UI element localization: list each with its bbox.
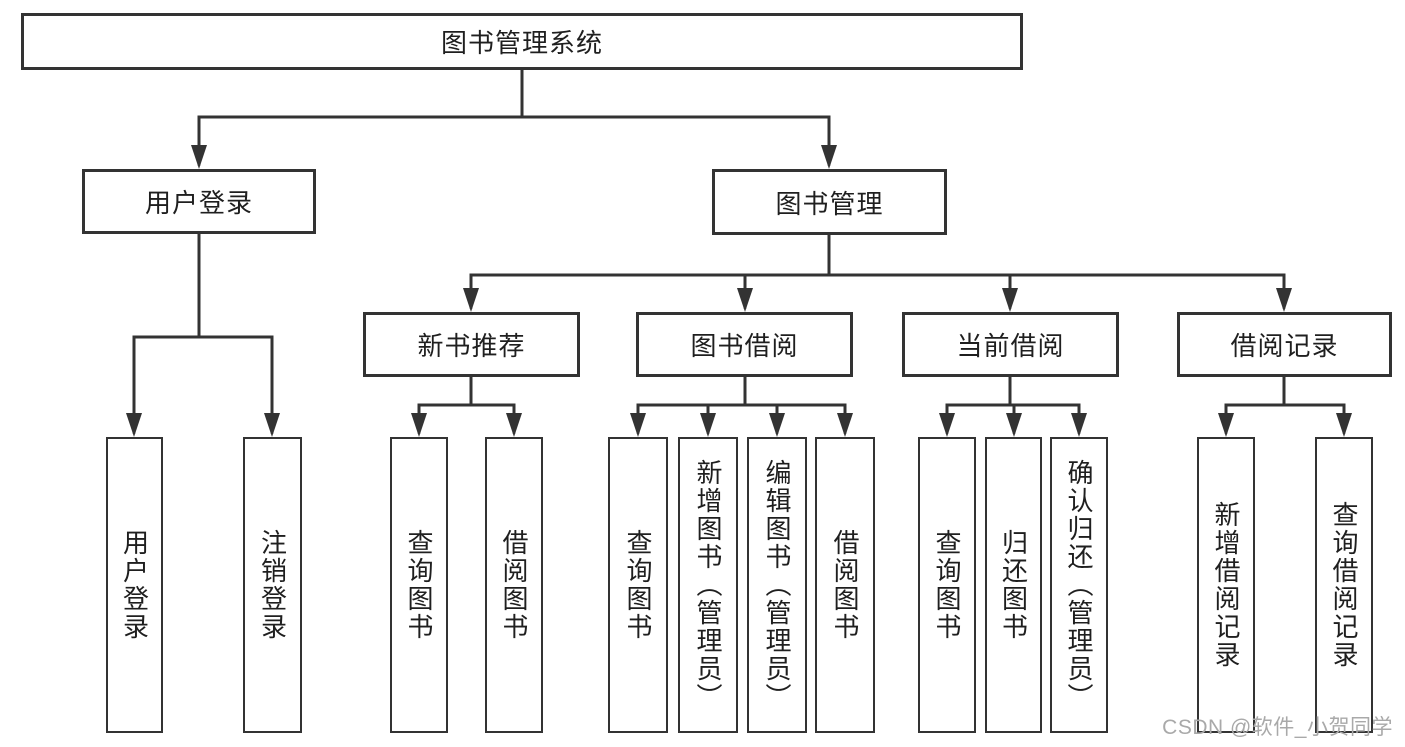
arrowhead-icon bbox=[1336, 413, 1352, 437]
node-label: 借阅图书 bbox=[499, 529, 529, 641]
node-label: 当前借阅 bbox=[956, 331, 1065, 361]
arrowhead-icon bbox=[126, 413, 142, 437]
arrowhead-icon bbox=[939, 413, 955, 437]
connector-path bbox=[132, 68, 1346, 434]
arrowhead-icon bbox=[411, 413, 427, 437]
leaf-recommend-borrow-books: 借阅图书 bbox=[485, 437, 543, 733]
leaf-current-query-books: 查询图书 bbox=[918, 437, 976, 733]
node-library-management-system: 图书管理系统 bbox=[21, 13, 1023, 70]
leaf-user-login: 用户登录 bbox=[106, 437, 163, 733]
arrowhead-icon bbox=[1071, 413, 1087, 437]
arrowhead-icon bbox=[700, 413, 716, 437]
leaf-borrowing-borrow-books: 借阅图书 bbox=[815, 437, 875, 733]
node-label: 用户登录 bbox=[119, 529, 150, 641]
node-label: 注销登录 bbox=[257, 529, 288, 641]
leaf-records-add-record: 新增借阅记录 bbox=[1197, 437, 1255, 733]
node-label: 查询图书 bbox=[623, 529, 653, 641]
node-label: 新增借阅记录 bbox=[1211, 501, 1241, 669]
leaf-borrowing-add-books-admin: 新增图书（管理员） bbox=[678, 437, 738, 733]
arrowhead-icon bbox=[737, 288, 753, 312]
node-label: 新书推荐 bbox=[417, 331, 526, 361]
node-label: 编辑图书（管理员） bbox=[762, 459, 792, 711]
leaf-borrowing-query-books: 查询图书 bbox=[608, 437, 668, 733]
arrowhead-icon bbox=[837, 413, 853, 437]
node-book-borrowing: 图书借阅 bbox=[636, 312, 853, 377]
node-user-login: 用户登录 bbox=[82, 169, 316, 234]
leaf-logout: 注销登录 bbox=[243, 437, 302, 733]
arrowhead-icon bbox=[506, 413, 522, 437]
arrowhead-icon bbox=[821, 145, 837, 169]
arrowhead-icon bbox=[630, 413, 646, 437]
leaf-current-return-books: 归还图书 bbox=[985, 437, 1042, 733]
arrowhead-icon bbox=[769, 413, 785, 437]
leaf-records-query-record: 查询借阅记录 bbox=[1315, 437, 1373, 733]
leaf-borrowing-edit-books-admin: 编辑图书（管理员） bbox=[747, 437, 807, 733]
arrowhead-icon bbox=[1218, 413, 1234, 437]
leaf-recommend-query-books: 查询图书 bbox=[390, 437, 448, 733]
arrowhead-icon bbox=[1002, 288, 1018, 312]
node-label: 图书管理系统 bbox=[440, 28, 603, 58]
node-borrowing-records: 借阅记录 bbox=[1177, 312, 1392, 377]
node-label: 用户登录 bbox=[144, 188, 253, 218]
node-label: 查询图书 bbox=[932, 529, 962, 641]
node-label: 新增图书（管理员） bbox=[693, 459, 723, 711]
arrowhead-icon bbox=[1006, 413, 1022, 437]
node-new-book-recommend: 新书推荐 bbox=[363, 312, 580, 377]
node-label: 查询图书 bbox=[404, 529, 434, 641]
arrowhead-icon bbox=[1276, 288, 1292, 312]
csdn-watermark: CSDN @软件_小贺同学 bbox=[1162, 716, 1393, 739]
node-label: 查询借阅记录 bbox=[1329, 501, 1359, 669]
node-label: 归还图书 bbox=[998, 529, 1029, 641]
node-label: 图书管理 bbox=[775, 188, 884, 219]
arrowhead-icon bbox=[264, 413, 280, 437]
node-label: 借阅记录 bbox=[1230, 331, 1339, 361]
node-label: 确认归还（管理员） bbox=[1064, 459, 1094, 711]
node-label: 图书借阅 bbox=[690, 331, 799, 361]
node-current-borrowing: 当前借阅 bbox=[902, 312, 1119, 377]
node-book-management: 图书管理 bbox=[712, 169, 947, 235]
arrowhead-icon bbox=[463, 288, 479, 312]
arrowhead-icon bbox=[191, 145, 207, 169]
leaf-current-confirm-return-admin: 确认归还（管理员） bbox=[1050, 437, 1108, 733]
node-label: 借阅图书 bbox=[830, 529, 860, 641]
